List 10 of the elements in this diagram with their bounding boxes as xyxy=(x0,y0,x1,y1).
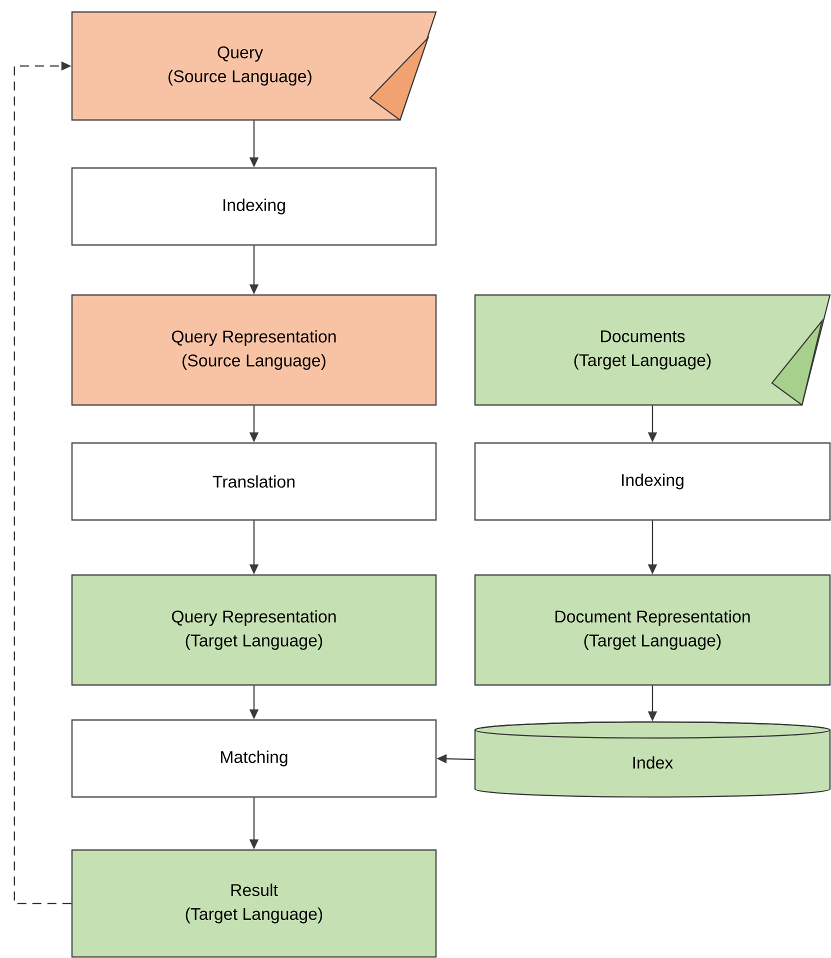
process-box: Indexing xyxy=(71,167,437,246)
process-box: Document Representation (Target Language) xyxy=(474,574,831,686)
arrow xyxy=(14,61,72,904)
database-cylinder: Index xyxy=(474,721,831,798)
process-box: Translation xyxy=(71,442,437,521)
process-box: Query Representation (Target Language) xyxy=(71,574,437,686)
process-box: Indexing xyxy=(474,442,831,521)
process-box: Query Representation (Source Language) xyxy=(71,294,437,406)
process-box: Matching xyxy=(71,719,437,798)
process-box: Result (Target Language) xyxy=(71,849,437,958)
